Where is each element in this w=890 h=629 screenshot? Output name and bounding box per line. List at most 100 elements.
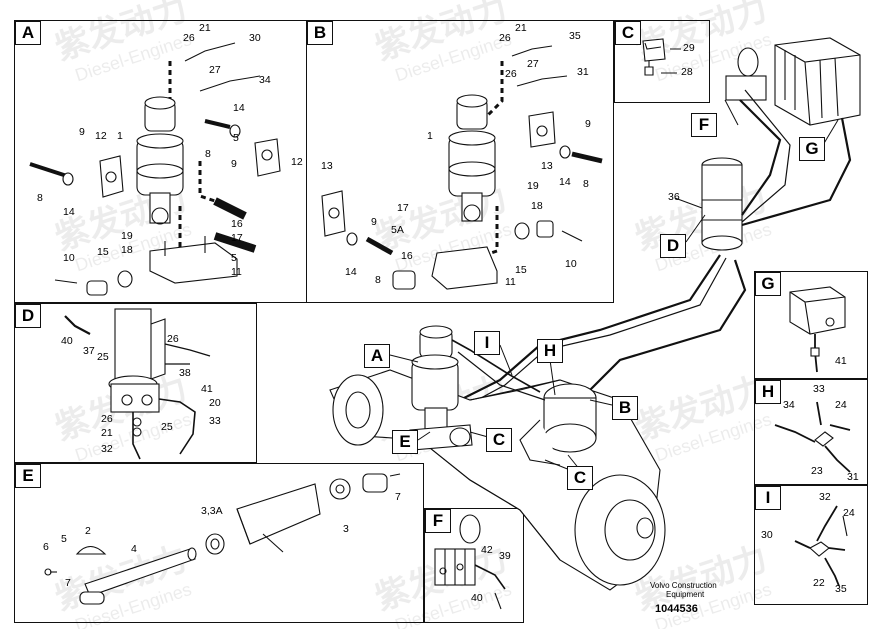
panel-g-label: G — [755, 272, 781, 296]
panel-h-label: H — [755, 380, 781, 404]
panel-c: C 29 28 — [614, 20, 710, 103]
callout-b-15: 15 — [515, 264, 527, 276]
callout-b-18: 18 — [531, 200, 543, 212]
callout-b-27: 27 — [527, 58, 539, 70]
callout-a-18: 18 — [121, 244, 133, 256]
panel-e-drawing — [44, 473, 401, 605]
callout-f-39: 39 — [499, 550, 511, 562]
panel-b-label: B — [307, 21, 333, 45]
callout-b-5a: 5A — [391, 224, 404, 236]
callout-e-3-3a: 3,3A — [201, 505, 223, 517]
panel-c-label: C — [615, 21, 641, 45]
brand-line-2: Equipment — [666, 590, 705, 599]
callout-c-28: 28 — [681, 66, 693, 78]
callout-b-16: 16 — [401, 250, 413, 262]
callout-e-7-right: 7 — [395, 491, 401, 503]
panel-e: E 2 5 6 4 7 3,3A 3 7 — [14, 463, 424, 623]
callout-a-9-right: 9 — [231, 158, 237, 170]
callout-b-26-mid: 26 — [505, 68, 517, 80]
flag-g: G — [799, 137, 825, 161]
callout-a-8-left: 8 — [37, 192, 43, 204]
callout-e-7-left: 7 — [65, 577, 71, 589]
flag-a: A — [364, 344, 390, 368]
callout-a-1: 1 — [117, 130, 123, 142]
watermark-text: 紫发动力 — [631, 539, 772, 617]
callout-i-35: 35 — [835, 583, 847, 595]
panel-h: H 33 34 24 23 31 — [754, 379, 868, 485]
callout-d-41: 41 — [201, 383, 213, 395]
callout-d-25-bottom: 25 — [161, 421, 173, 433]
callout-e-4: 4 — [131, 543, 137, 555]
callout-a-8-top: 8 — [205, 148, 211, 160]
callout-d-20: 20 — [209, 397, 221, 409]
panel-c-drawing — [642, 38, 681, 76]
callout-b-8-left: 8 — [375, 274, 381, 286]
callout-a-30: 30 — [249, 32, 261, 44]
callout-a-14-left: 14 — [63, 206, 75, 218]
callout-b-9-left: 9 — [371, 216, 377, 228]
callout-a-5-bottom: 5 — [231, 252, 237, 264]
panel-e-label: E — [15, 464, 41, 488]
callout-d-32: 32 — [101, 443, 113, 455]
callout-f-40: 40 — [471, 592, 483, 604]
callout-d-37: 37 — [83, 345, 95, 357]
flag-c-left: C — [486, 428, 512, 452]
callout-e-2: 2 — [85, 525, 91, 537]
callout-h-23: 23 — [811, 465, 823, 477]
panel-b: B 21 26 35 — [306, 20, 614, 303]
callout-b-14-left: 14 — [345, 266, 357, 278]
callout-a-11: 11 — [231, 266, 242, 278]
callout-b-11: 11 — [505, 276, 516, 288]
callout-d-26-top: 26 — [167, 333, 179, 345]
callout-a-21: 21 — [199, 22, 211, 34]
panel-h-drawing — [774, 401, 851, 473]
callout-b-9-right: 9 — [585, 118, 591, 130]
callout-i-24: 24 — [843, 507, 855, 519]
callout-a-5: 5 — [233, 132, 239, 144]
panel-f-drawing — [434, 514, 506, 610]
callout-e-6: 6 — [43, 541, 49, 553]
callout-e-5: 5 — [61, 533, 67, 545]
flag-h: H — [537, 339, 563, 363]
callout-c-29: 29 — [683, 42, 695, 54]
flag-f: F — [691, 113, 717, 137]
callout-d-33: 33 — [209, 415, 221, 427]
watermark-text: 紫发动力 — [631, 179, 772, 257]
callout-i-30: 30 — [761, 529, 773, 541]
panel-d-label: D — [15, 304, 41, 328]
callout-b-1: 1 — [427, 130, 433, 142]
callout-a-14: 14 — [233, 102, 245, 114]
panel-i-drawing — [794, 505, 848, 587]
callout-i-32: 32 — [819, 491, 831, 503]
panel-a-label: A — [15, 21, 41, 45]
panel-g-drawing — [789, 286, 846, 373]
callout-b-21: 21 — [515, 22, 527, 34]
panel-i-label: I — [755, 486, 781, 510]
brand-line-1: Volvo Construction — [650, 581, 717, 590]
flag-e: E — [392, 430, 418, 454]
callout-b-19: 19 — [527, 180, 539, 192]
callout-d-25-top: 25 — [97, 351, 109, 363]
callout-a-27: 27 — [209, 64, 221, 76]
panel-a-drawing — [29, 42, 281, 296]
callout-d-38: 38 — [179, 367, 191, 379]
callout-h-34: 34 — [783, 399, 795, 411]
callout-a-12-left: 12 — [95, 130, 107, 142]
callout-e-3: 3 — [343, 523, 349, 535]
flag-b: B — [612, 396, 638, 420]
callout-d-40: 40 — [61, 335, 73, 347]
callout-b-13-left: 13 — [321, 160, 333, 172]
callout-b-13-right: 13 — [541, 160, 553, 172]
callout-overview-36: 36 — [668, 191, 680, 203]
callout-a-12-right: 12 — [291, 156, 303, 168]
callout-a-15: 15 — [97, 246, 109, 258]
callout-b-10: 10 — [565, 258, 577, 270]
callout-a-34: 34 — [259, 74, 271, 86]
callout-b-17: 17 — [397, 202, 409, 214]
callout-h-31: 31 — [847, 471, 859, 483]
callout-b-31: 31 — [577, 66, 589, 78]
callout-a-19: 19 — [121, 230, 133, 242]
callout-d-21: 21 — [101, 427, 113, 439]
panel-d-drawing — [64, 308, 211, 460]
